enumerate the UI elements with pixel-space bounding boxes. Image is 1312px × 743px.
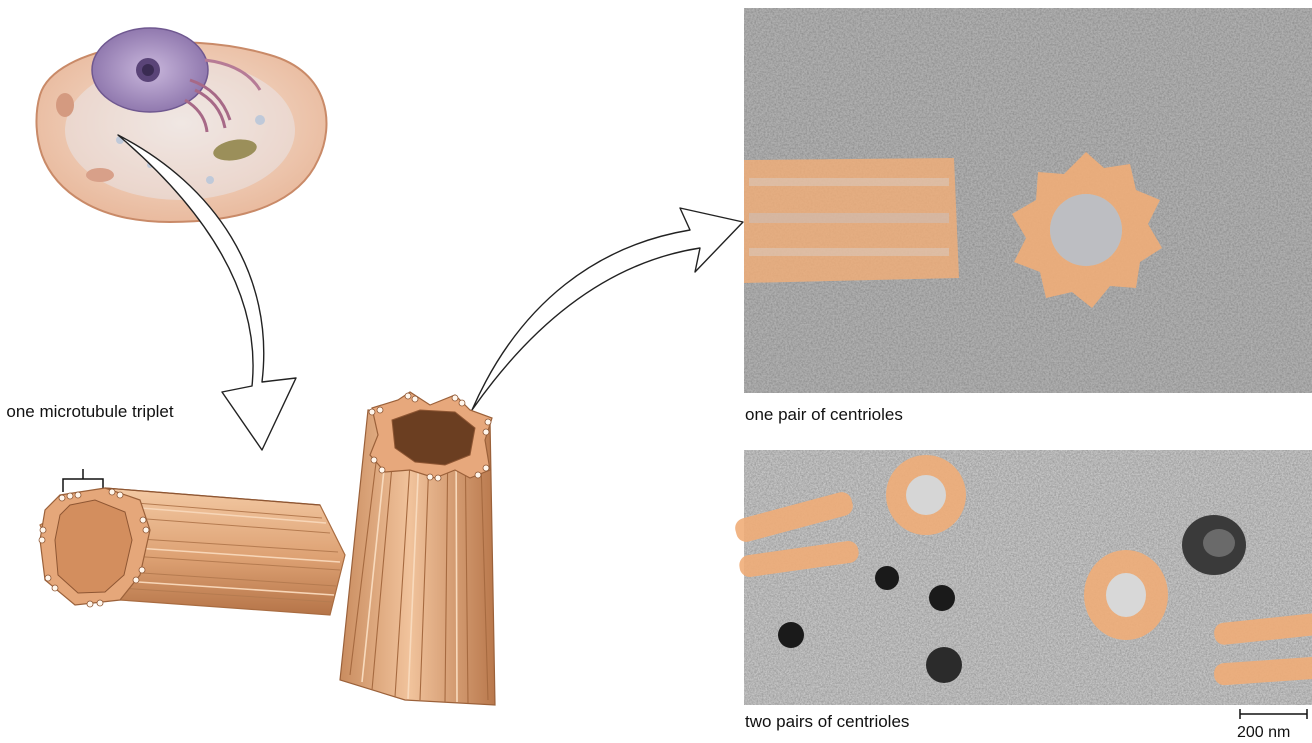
- scale-bar: [1238, 707, 1310, 721]
- scale-bar-label: 200 nm: [1237, 723, 1290, 743]
- one-pair-caption: one pair of centrioles: [745, 405, 903, 425]
- micrograph-one-pair: [744, 8, 1312, 393]
- two-pairs-caption: two pairs of centrioles: [745, 712, 909, 732]
- micrograph-two-pairs: [744, 450, 1312, 705]
